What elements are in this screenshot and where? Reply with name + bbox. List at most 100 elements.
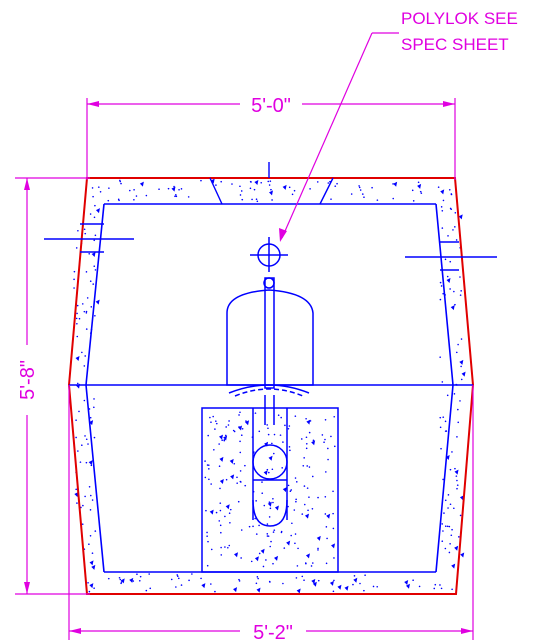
concrete-dot bbox=[255, 533, 258, 535]
concrete-dot bbox=[229, 521, 231, 524]
concrete-dot bbox=[204, 460, 206, 462]
concrete-dot bbox=[227, 546, 229, 549]
concrete-dot bbox=[132, 580, 135, 582]
concrete-dot bbox=[85, 271, 88, 273]
concrete-dot bbox=[282, 441, 284, 443]
concrete-dot bbox=[439, 416, 442, 419]
concrete-dot bbox=[312, 439, 315, 442]
concrete-dot bbox=[227, 424, 230, 426]
concrete-dot bbox=[306, 487, 309, 489]
concrete-dot bbox=[73, 270, 76, 273]
concrete-dot bbox=[73, 278, 75, 281]
concrete-dot bbox=[332, 590, 335, 593]
concrete-dot bbox=[210, 483, 212, 485]
concrete-dot bbox=[218, 520, 221, 522]
concrete-dot bbox=[287, 484, 290, 487]
concrete-dot bbox=[294, 542, 296, 545]
concrete-dot bbox=[440, 285, 443, 287]
concrete-dot bbox=[90, 306, 93, 308]
concrete-dot bbox=[309, 420, 312, 422]
concrete-dot bbox=[268, 184, 271, 186]
concrete-dot bbox=[93, 216, 96, 219]
concrete-dot bbox=[459, 294, 462, 296]
concrete-dot bbox=[93, 265, 96, 268]
concrete-dot bbox=[324, 496, 327, 498]
concrete-dot bbox=[269, 581, 271, 583]
concrete-dot bbox=[93, 587, 95, 589]
concrete-dot bbox=[212, 415, 214, 418]
concrete-dot bbox=[439, 356, 441, 358]
concrete-aggregate bbox=[263, 470, 268, 476]
concrete-dot bbox=[219, 524, 222, 527]
concrete-dot bbox=[76, 322, 78, 325]
concrete-dot bbox=[94, 234, 97, 237]
concrete-dot bbox=[256, 576, 259, 578]
concrete-dot bbox=[280, 416, 282, 419]
concrete-dot bbox=[107, 577, 110, 580]
concrete-dot bbox=[444, 420, 447, 423]
concrete-dot bbox=[444, 430, 447, 432]
concrete-dot bbox=[441, 210, 444, 212]
concrete-dot bbox=[376, 585, 379, 588]
concrete-dot bbox=[255, 198, 258, 200]
concrete-aggregate bbox=[305, 553, 310, 559]
concrete-dot bbox=[350, 193, 353, 195]
concrete-dot bbox=[449, 468, 452, 471]
concrete-dot bbox=[87, 581, 89, 584]
concrete-dot bbox=[207, 464, 210, 466]
callout-leader bbox=[281, 32, 399, 239]
concrete-dot bbox=[254, 412, 257, 414]
concrete-dot bbox=[447, 235, 449, 237]
concrete-dot bbox=[420, 192, 423, 194]
concrete-dot bbox=[272, 501, 274, 504]
concrete-aggregate bbox=[201, 583, 206, 589]
concrete-dot bbox=[444, 499, 447, 502]
concrete-dot bbox=[258, 430, 261, 433]
concrete-dot bbox=[332, 512, 334, 515]
concrete-dot bbox=[361, 193, 364, 195]
concrete-dot bbox=[94, 315, 96, 317]
concrete-dot bbox=[291, 522, 293, 525]
concrete-dot bbox=[268, 516, 271, 518]
concrete-dot bbox=[266, 424, 268, 426]
concrete-aggregate bbox=[91, 564, 96, 570]
concrete-dot bbox=[85, 310, 88, 313]
concrete-dot bbox=[305, 447, 308, 450]
concrete-dot bbox=[456, 479, 458, 482]
concrete-dot bbox=[145, 194, 148, 197]
concrete-dot bbox=[301, 575, 304, 578]
concrete-dot bbox=[73, 287, 75, 289]
concrete-dot bbox=[219, 487, 221, 490]
concrete-dot bbox=[305, 417, 307, 420]
concrete-dot bbox=[392, 183, 394, 185]
concrete-dot bbox=[459, 400, 461, 402]
concrete-dot bbox=[251, 198, 253, 201]
concrete-dot bbox=[449, 207, 452, 210]
concrete-dot bbox=[266, 523, 269, 525]
concrete-dot bbox=[352, 583, 354, 586]
concrete-dot bbox=[268, 471, 270, 474]
concrete-dot bbox=[433, 587, 436, 590]
concrete-dot bbox=[443, 512, 445, 514]
concrete-dot bbox=[108, 187, 110, 189]
concrete-dot bbox=[228, 544, 231, 547]
concrete-dot bbox=[454, 226, 456, 228]
concrete-dot bbox=[94, 530, 97, 532]
concrete-dot bbox=[290, 489, 293, 491]
concrete-aggregate bbox=[171, 186, 176, 192]
concrete-dot bbox=[459, 514, 462, 517]
effluent-filter bbox=[226, 237, 314, 397]
concrete-dot bbox=[239, 451, 242, 454]
concrete-dot bbox=[187, 196, 190, 198]
concrete-dot bbox=[245, 420, 247, 422]
concrete-dot bbox=[244, 484, 247, 487]
concrete-dot bbox=[358, 185, 360, 187]
concrete-dot bbox=[283, 547, 286, 549]
concrete-dot bbox=[267, 535, 270, 537]
concrete-dot bbox=[88, 590, 91, 593]
concrete-aggregate bbox=[95, 299, 100, 305]
concrete-dot bbox=[324, 419, 327, 421]
concrete-dot bbox=[91, 552, 94, 554]
concrete-dot bbox=[330, 435, 332, 438]
callout-line-2: SPEC SHEET bbox=[401, 35, 509, 54]
